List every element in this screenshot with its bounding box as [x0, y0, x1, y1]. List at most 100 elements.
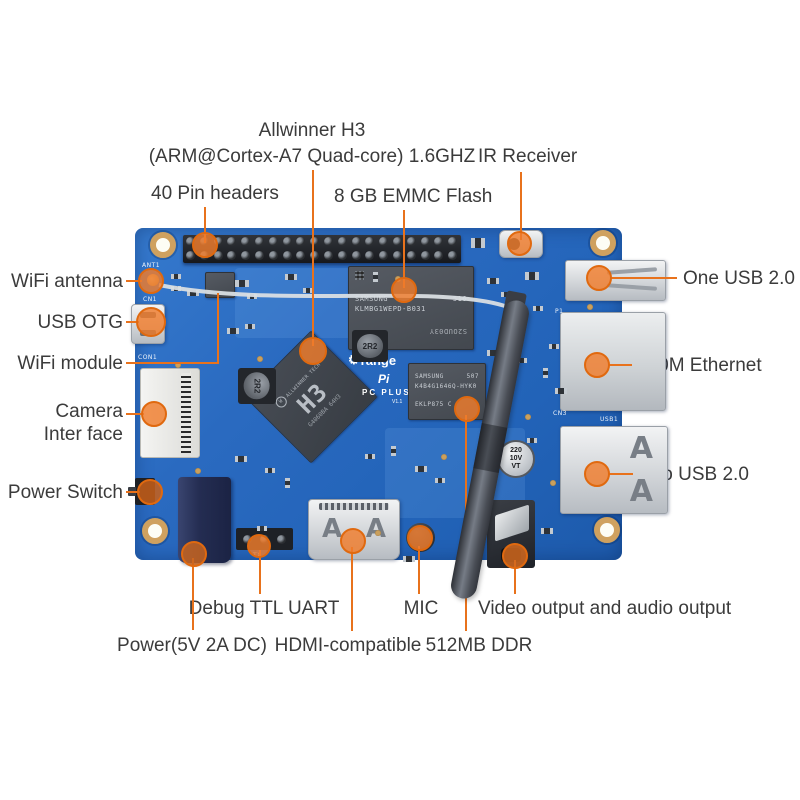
- callout-dot-uart: [247, 534, 271, 558]
- mount-hole-bl: [142, 518, 168, 544]
- header-pin: [241, 251, 251, 260]
- smd-component: [373, 272, 378, 282]
- inductor-2r2: 2R2: [238, 368, 276, 404]
- callout-label-ir: IR Receiver: [478, 146, 578, 167]
- callout-label-power-switch: Power Switch: [7, 482, 123, 503]
- via-pad: [175, 362, 181, 368]
- via-pad: [441, 454, 447, 460]
- header-pin: [379, 237, 389, 246]
- header-pin: [227, 251, 237, 260]
- usb-port-single: [565, 260, 666, 301]
- pi-glyph: Pi: [378, 372, 390, 386]
- header-pin: [296, 251, 306, 260]
- model-text: PC PLUS: [362, 388, 411, 397]
- silkscreen-label-cn3: CN3: [553, 410, 567, 417]
- callout-line-wifi-module-v: [217, 293, 219, 364]
- header-pin: [393, 251, 402, 260]
- header-pin: [337, 237, 347, 246]
- header-pin: [434, 237, 444, 246]
- callout-dot-ethernet: [584, 352, 610, 378]
- callout-line-emmc: [403, 210, 405, 288]
- header-pin: [268, 251, 278, 260]
- callout-line-soc: [312, 170, 314, 346]
- callout-label-ethernet: 100M Ethernet: [637, 355, 762, 376]
- callout-label-hdmi: HDMI-compatible: [274, 635, 422, 656]
- smd-component: [415, 466, 427, 472]
- usb-port-dual: A A: [560, 426, 668, 514]
- callout-label-mic: MIC: [403, 598, 439, 619]
- header-pin: [213, 251, 223, 260]
- ddr-lot-code: EKLP875 C: [415, 401, 453, 408]
- callout-dot-ddr: [454, 396, 480, 422]
- silkscreen-label-p1: P1: [555, 308, 564, 315]
- smd-component: [471, 238, 486, 248]
- emmc-qr-mark: [355, 271, 364, 280]
- smd-component: [285, 274, 297, 280]
- header-pin: [310, 251, 320, 260]
- smd-component: [235, 280, 250, 287]
- callout-dot-mic: [407, 525, 433, 551]
- callout-label-power-dc: Power(5V 2A DC): [117, 635, 267, 656]
- smd-component: [171, 274, 181, 279]
- callout-label-one-usb: One USB 2.0: [683, 268, 795, 289]
- header-pin: [227, 237, 237, 246]
- smd-component: [527, 438, 537, 443]
- header-pin: [448, 251, 458, 260]
- callout-label-usb-otg: USB OTG: [37, 312, 123, 333]
- via-pad: [587, 304, 593, 310]
- callout-label-wifi-module: WiFi module: [17, 353, 123, 374]
- smd-component: [303, 288, 313, 293]
- callout-label-av-out: Video output and audio output: [478, 598, 732, 619]
- smd-component: [549, 344, 559, 349]
- header-pin: [310, 237, 320, 246]
- callout-dot-emmc: [391, 277, 417, 303]
- callout-line-uart: [259, 550, 261, 594]
- smd-component: [403, 556, 415, 562]
- callout-dot-two-usb: [584, 461, 610, 487]
- callout-line-ethernet: [608, 364, 632, 366]
- mount-hole-br: [594, 517, 620, 543]
- smd-component: [487, 278, 499, 284]
- emmc-part-number: KLMBG1WEPD-B031: [355, 305, 426, 313]
- callout-dot-power-dc: [181, 541, 207, 567]
- via-pad: [550, 480, 556, 486]
- header-pin: [255, 237, 264, 246]
- callout-dot-one-usb: [586, 265, 612, 291]
- callout-line-power-dc: [192, 558, 194, 630]
- callout-dot-ir: [507, 231, 532, 256]
- smd-component: [285, 478, 290, 488]
- header-pin: [282, 251, 292, 260]
- mount-hole-tl: [150, 232, 176, 258]
- via-pad: [195, 468, 201, 474]
- mount-hole-tr: [590, 230, 616, 256]
- usb-latch-bottom: A: [629, 474, 653, 509]
- header-pin: [379, 251, 389, 260]
- smd-component: [257, 526, 267, 531]
- hdmi-latch-left: A: [322, 514, 343, 544]
- header-pin: [255, 251, 264, 260]
- callout-line-wifi-antenna: [126, 280, 142, 282]
- header-pin: [448, 237, 458, 246]
- smd-component: [227, 328, 239, 334]
- header-pin: [393, 237, 402, 246]
- callout-line-av-out: [514, 560, 516, 594]
- silkscreen-label-ant: ANT1: [142, 262, 161, 269]
- callout-dot-power-switch: [137, 479, 163, 505]
- callout-line-mic: [418, 546, 420, 594]
- header-pin: [434, 251, 444, 260]
- header-pin: [406, 251, 416, 260]
- gpio-40pin-header: [183, 235, 461, 263]
- callout-line-ir: [520, 172, 522, 240]
- callout-dot-pin-headers: [192, 232, 218, 258]
- smd-component: [533, 306, 543, 311]
- callout-line-two-usb: [608, 473, 633, 475]
- header-pin: [324, 251, 333, 260]
- ethernet-port: [560, 312, 666, 411]
- header-pin: [213, 237, 223, 246]
- callout-label-uart: Debug TTL UART: [188, 598, 340, 619]
